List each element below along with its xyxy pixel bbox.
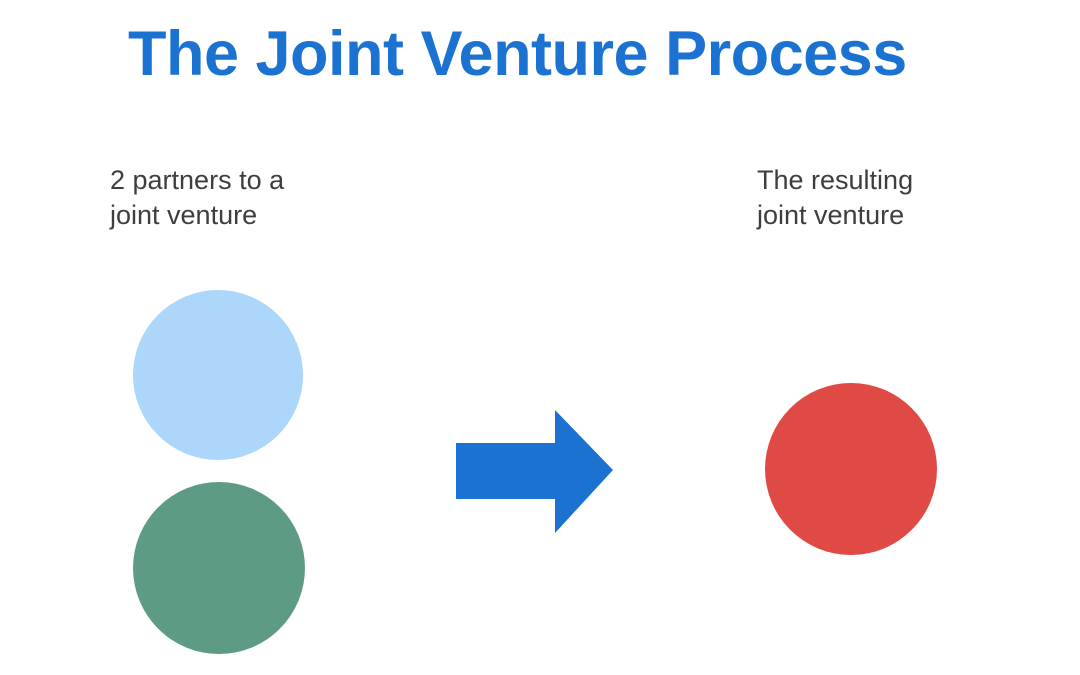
joint-venture-circle (765, 383, 937, 555)
page-title: The Joint Venture Process (128, 19, 907, 89)
arrow-right-shape (456, 410, 613, 533)
caption-result-label: The resulting joint venture (757, 165, 914, 230)
arrow-right-icon (450, 402, 622, 542)
partner-b-circle (133, 482, 305, 654)
caption-partners-label: 2 partners to a joint venture (110, 165, 285, 230)
partner-a-circle (133, 290, 303, 460)
